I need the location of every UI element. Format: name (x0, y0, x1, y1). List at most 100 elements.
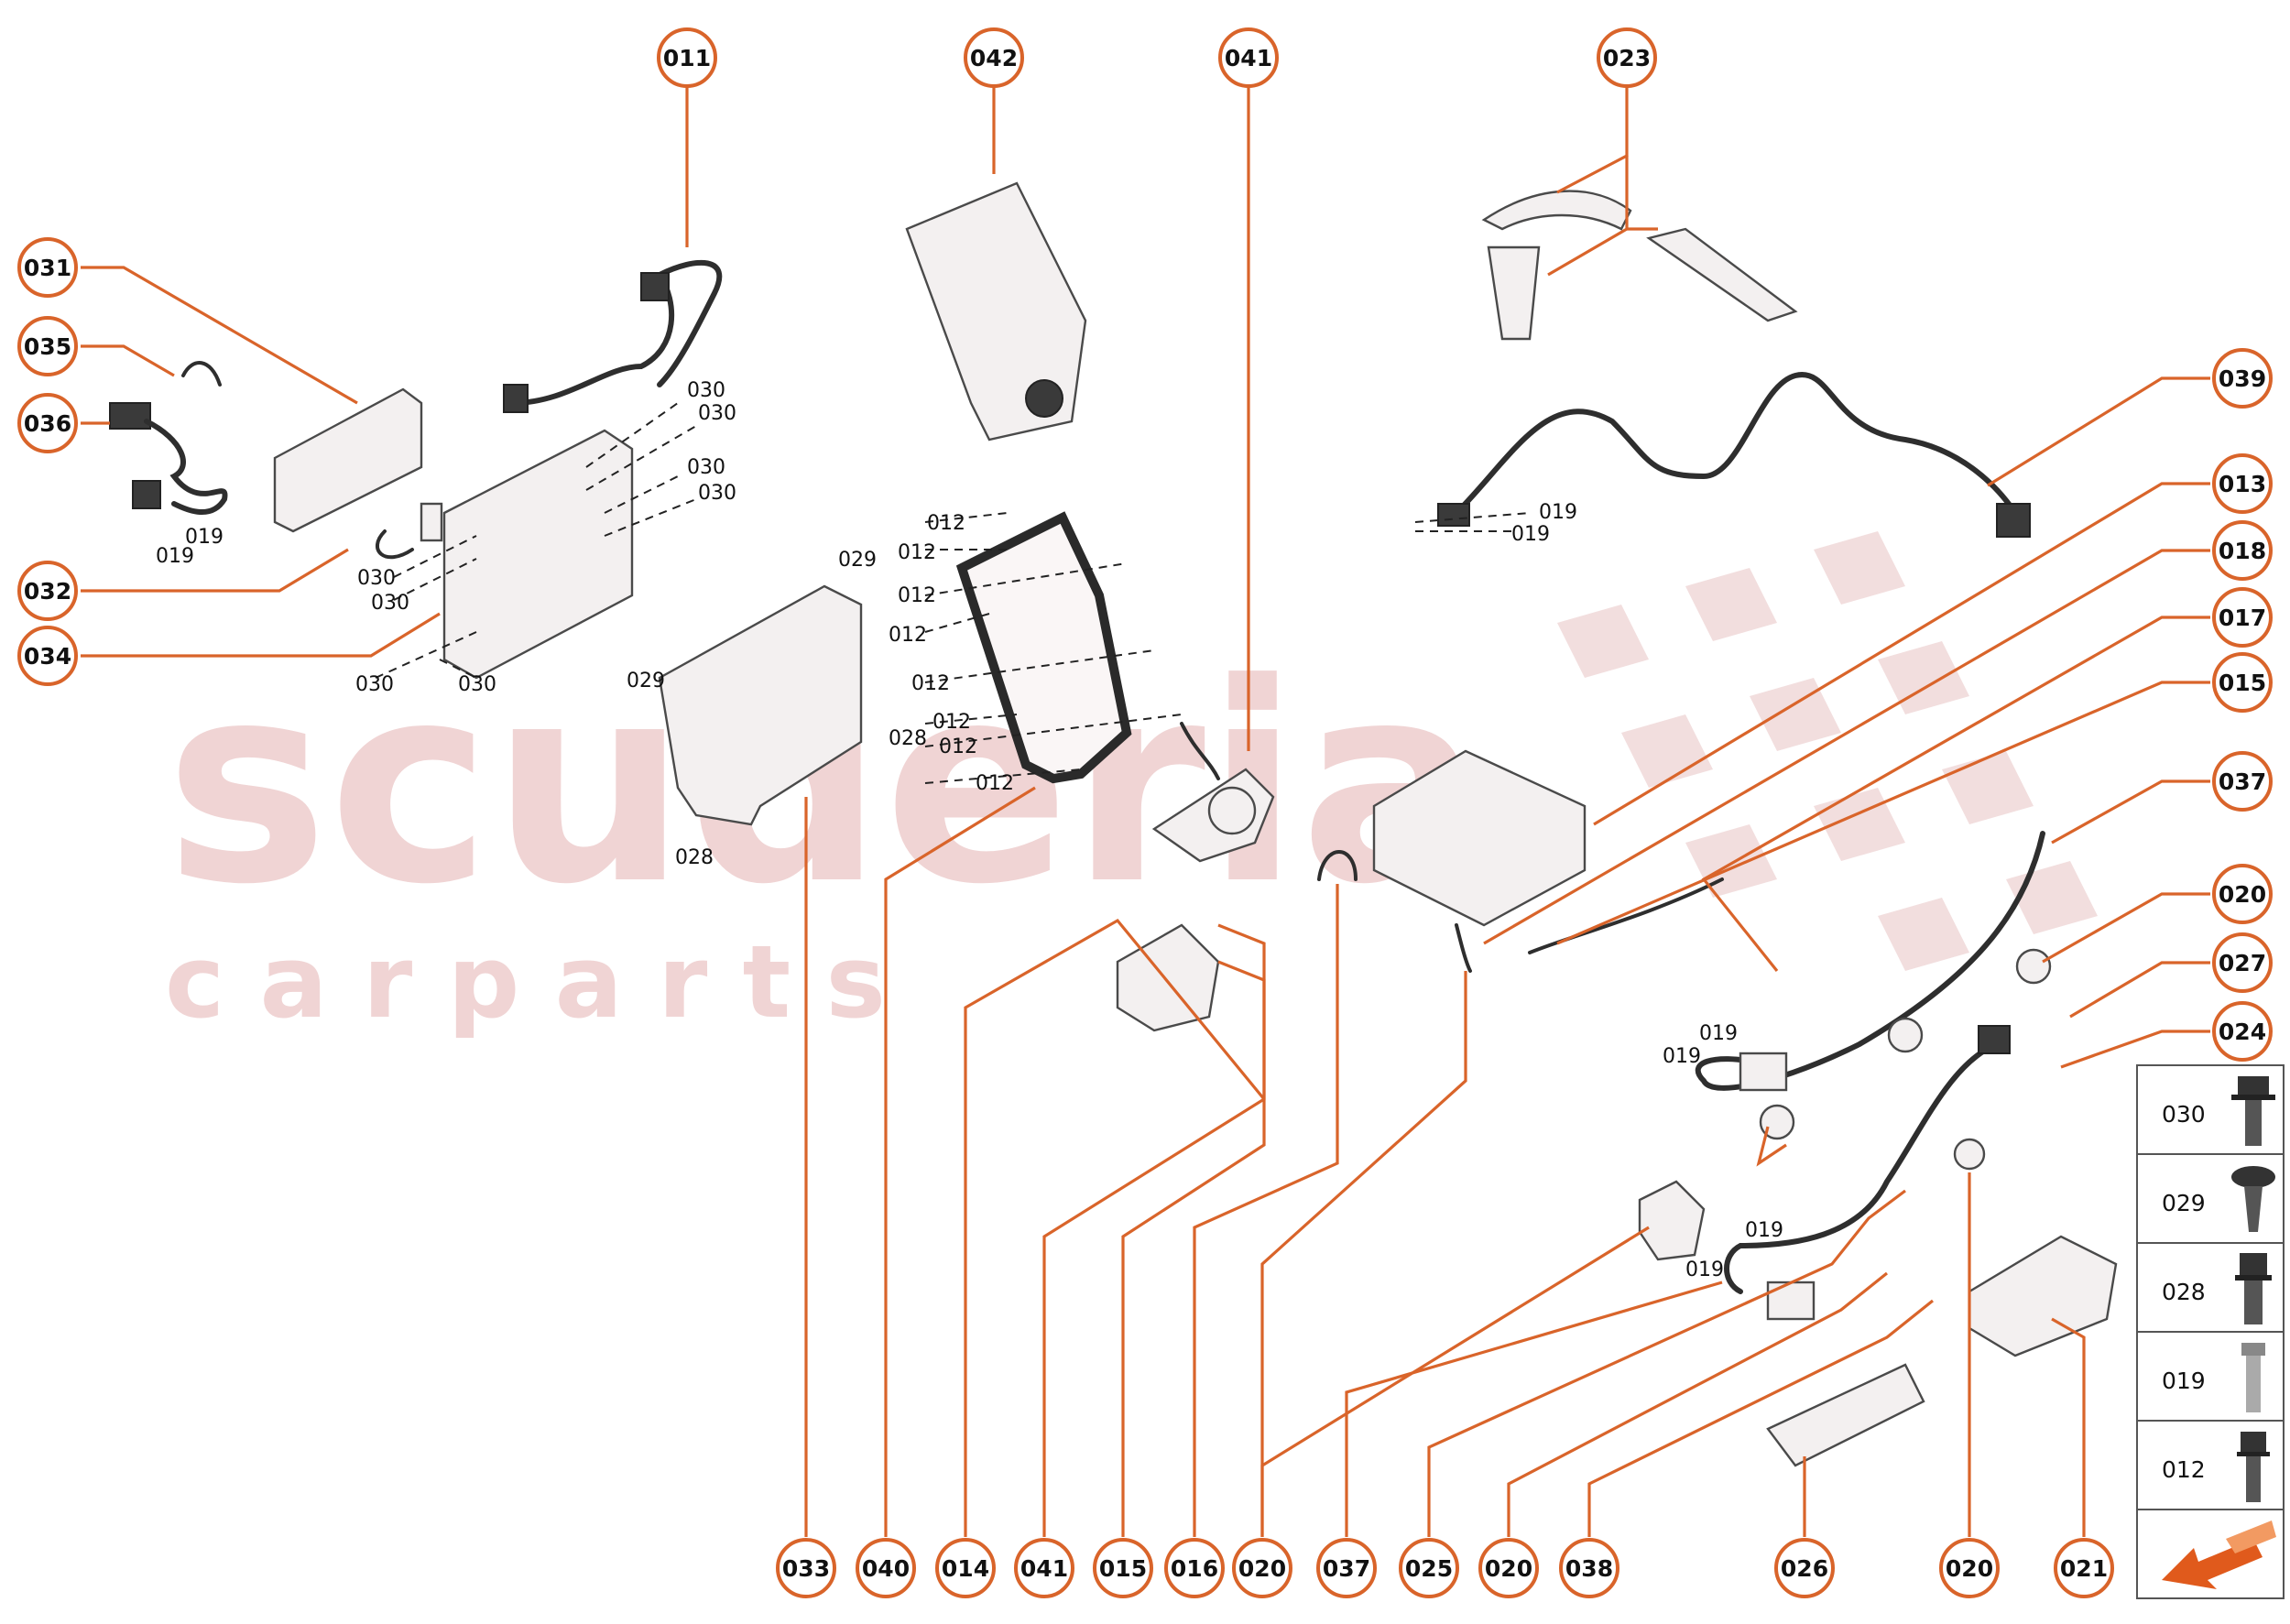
svg-text:020: 020 (2219, 881, 2266, 908)
callout-023[interactable]: 023 (1597, 27, 1657, 88)
label-019: 019 (156, 545, 194, 568)
camera-037b (1766, 1281, 1816, 1321)
callout-041[interactable]: 041 (1218, 27, 1279, 88)
harness-037a (1695, 831, 2045, 1091)
label-028: 028 (675, 846, 714, 869)
callout-040[interactable]: 040 (856, 1538, 916, 1598)
svg-text:011: 011 (663, 45, 711, 71)
label-029: 029 (838, 549, 877, 572)
callout-024[interactable]: 024 (2212, 1001, 2273, 1062)
cable-018 (1528, 877, 1724, 954)
svg-text:031: 031 (24, 255, 71, 281)
callout-026[interactable]: 026 (1774, 1538, 1835, 1598)
svg-text:034: 034 (24, 643, 71, 670)
callout-015-bottom[interactable]: 015 (1093, 1538, 1153, 1598)
label-019: 019 (1745, 1219, 1783, 1242)
label-012: 012 (976, 772, 1014, 795)
callout-037-bottom[interactable]: 037 (1316, 1538, 1377, 1598)
module-031 (273, 387, 423, 533)
round-screw-icon (2241, 1343, 2265, 1412)
callout-038[interactable]: 038 (1559, 1538, 1619, 1598)
fastener-lines (375, 402, 1531, 784)
clip-020b (2015, 948, 2052, 985)
svg-text:037: 037 (1323, 1555, 1370, 1582)
callout-017[interactable]: 017 (2212, 587, 2273, 648)
callout-018[interactable]: 018 (2212, 520, 2273, 581)
svg-text:041: 041 (1020, 1555, 1068, 1582)
callout-039[interactable]: 039 (2212, 348, 2273, 409)
callout-020-bottom-c[interactable]: 020 (1939, 1538, 2000, 1598)
callout-020-bottom-a[interactable]: 020 (1232, 1538, 1292, 1598)
label-030: 030 (371, 592, 409, 615)
legend-code: 012 (2162, 1456, 2206, 1483)
module-013 (1372, 749, 1587, 927)
harness-037b (1724, 1041, 2000, 1294)
connector-036 (132, 480, 161, 509)
svg-text:018: 018 (2219, 538, 2266, 564)
cable-039 (1454, 372, 2018, 516)
part-labels: 030 030 030 030 030 030 030 030 019 019 … (156, 379, 1783, 1281)
connector-011a (503, 384, 529, 413)
clip-020d (1953, 1138, 1986, 1171)
label-030: 030 (355, 673, 394, 696)
label-012: 012 (939, 736, 977, 758)
clip-016 (1317, 850, 1358, 881)
callout-011[interactable]: 011 (657, 27, 717, 88)
callout-015[interactable]: 015 (2212, 652, 2273, 713)
trim-026 (1766, 1363, 1925, 1467)
direction-arrow-icon (2162, 1520, 2276, 1589)
callout-014[interactable]: 014 (935, 1538, 996, 1598)
callout-013[interactable]: 013 (2212, 453, 2273, 514)
cable-032 (376, 529, 414, 560)
callout-020-bottom-b[interactable]: 020 (1478, 1538, 1539, 1598)
cable-017 (1455, 923, 1472, 973)
label-012: 012 (898, 541, 936, 564)
legend-code: 028 (2162, 1279, 2206, 1305)
svg-text:021: 021 (2060, 1555, 2108, 1582)
callout-020[interactable]: 020 (2212, 864, 2273, 924)
connector-039a (1437, 503, 1470, 527)
callout-033[interactable]: 033 (776, 1538, 836, 1598)
svg-text:015: 015 (1099, 1555, 1147, 1582)
label-012: 012 (889, 624, 927, 647)
knob-041 (1207, 786, 1257, 835)
callout-036[interactable]: 036 (17, 393, 78, 453)
svg-text:017: 017 (2219, 605, 2266, 631)
callout-032[interactable]: 032 (17, 561, 78, 621)
connector-039b (1996, 503, 2031, 538)
callout-027[interactable]: 027 (2212, 932, 2273, 993)
callout-016[interactable]: 016 (1164, 1538, 1225, 1598)
callout-042[interactable]: 042 (964, 27, 1024, 88)
svg-text:032: 032 (24, 578, 71, 605)
connector-037 (1978, 1025, 2011, 1054)
svg-text:023: 023 (1603, 45, 1651, 71)
label-030: 030 (687, 456, 725, 479)
svg-text:013: 013 (2219, 471, 2266, 497)
label-030: 030 (698, 482, 736, 505)
hex-screw-icon (2237, 1432, 2270, 1502)
pan-screw-icon (2231, 1166, 2275, 1232)
callout-034[interactable]: 034 (17, 626, 78, 686)
svg-text:039: 039 (2219, 365, 2266, 392)
trim-023a (1481, 190, 1632, 231)
svg-text:015: 015 (2219, 670, 2266, 696)
callout-037[interactable]: 037 (2212, 751, 2273, 812)
callout-021[interactable]: 021 (2054, 1538, 2114, 1598)
label-030: 030 (687, 379, 725, 402)
svg-text:033: 033 (782, 1555, 830, 1582)
callout-025[interactable]: 025 (1399, 1538, 1459, 1598)
block-021 (1968, 1235, 2118, 1357)
label-030: 030 (357, 567, 396, 590)
callout-035[interactable]: 035 (17, 316, 78, 376)
callouts: 011 042 041 023 031 035 036 032 034 039 … (17, 27, 2273, 1598)
bracket-033 (658, 584, 863, 826)
callout-041-bottom[interactable]: 041 (1014, 1538, 1074, 1598)
fastener-legend: 030 029 028 019 012 (2136, 1064, 2285, 1599)
clip-020a (1887, 1017, 1924, 1053)
trim-023c (1646, 227, 1798, 322)
label-028: 028 (889, 727, 927, 750)
callout-031[interactable]: 031 (17, 237, 78, 298)
label-012: 012 (911, 672, 950, 695)
cable-036 (144, 419, 228, 516)
